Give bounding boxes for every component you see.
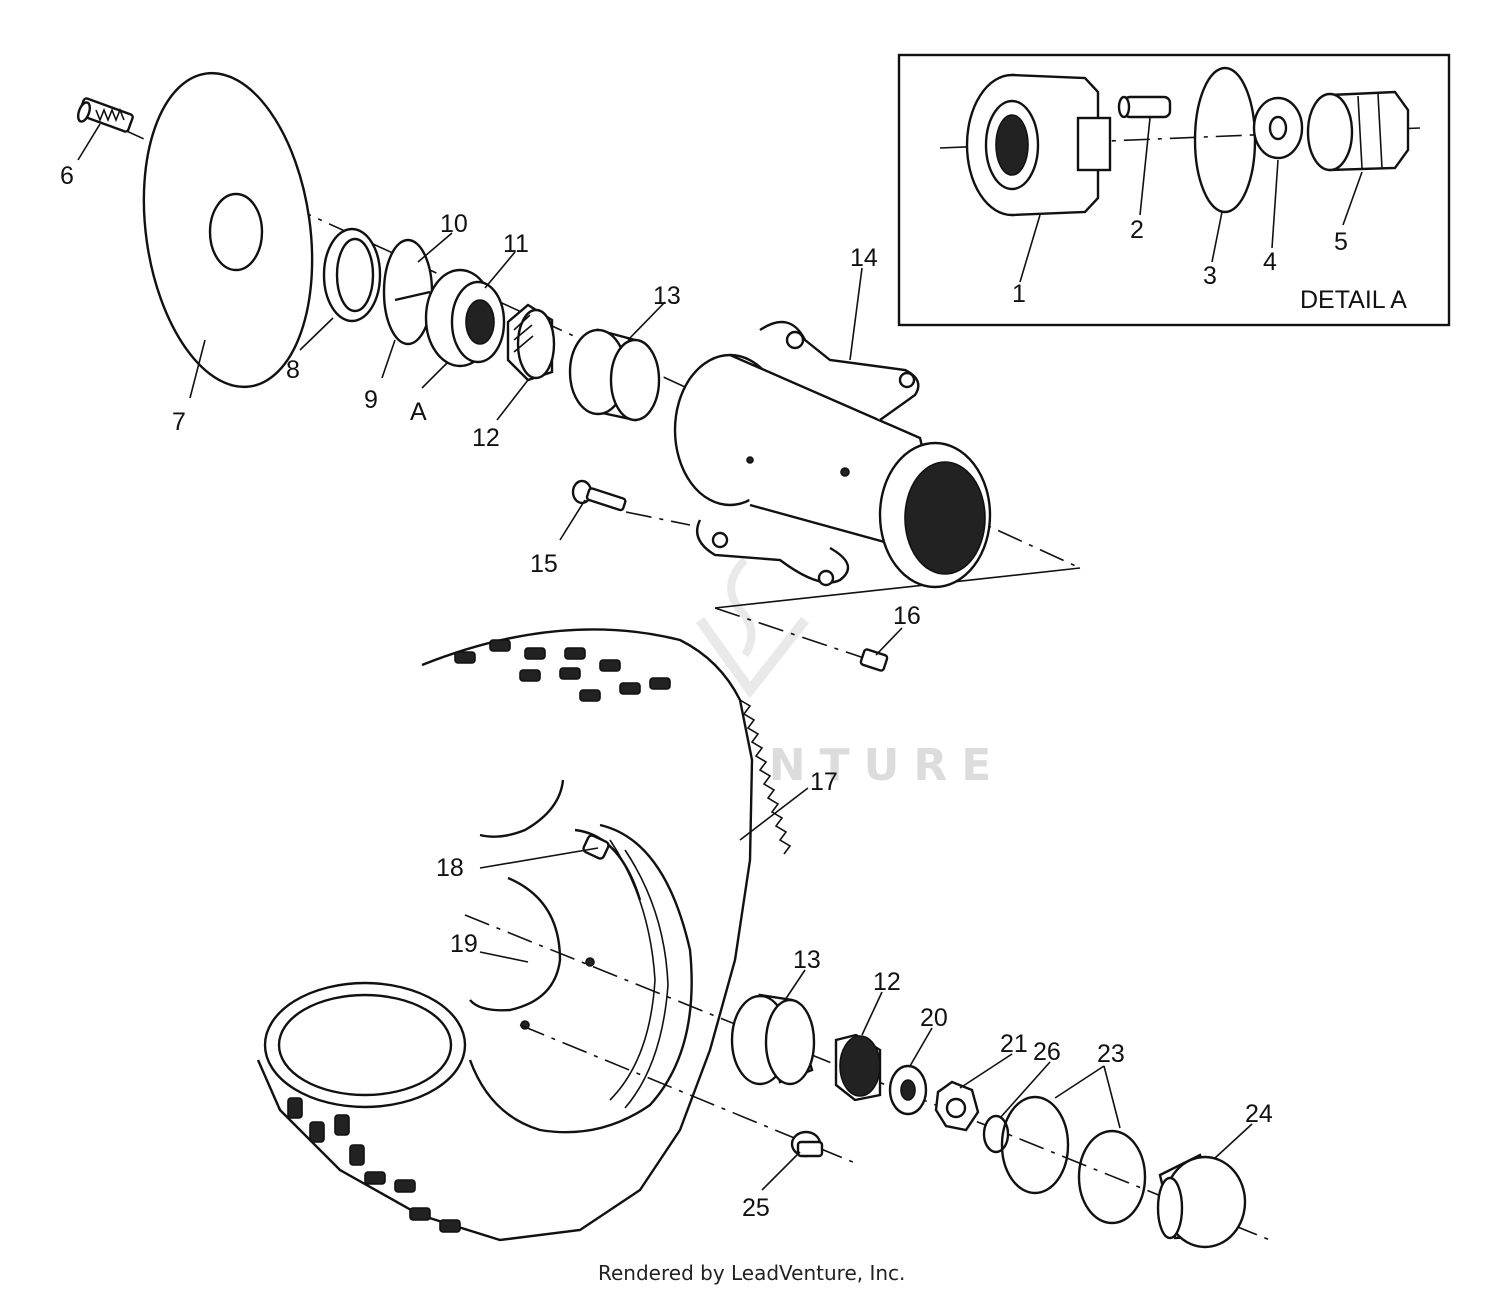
part-26-o-ring [982,1114,1010,1154]
part-15-screw [571,479,627,512]
callout-25: 25 [742,1194,770,1222]
part-12-bearing-lower [834,1033,882,1102]
watermark-logo [695,557,809,699]
lug-axis [519,1024,861,1166]
part-19-rim [468,823,693,1134]
callout-15: 15 [530,550,558,578]
callout-20: 20 [920,1004,948,1032]
centerline-leader [714,567,1081,609]
callout-12-upper: 12 [472,424,500,452]
part-7-disc [142,71,314,389]
detail-part-5-cap [1306,90,1410,172]
leader-lines [77,123,1253,1191]
callout-6: 6 [60,162,74,190]
part-12-bearing [506,303,556,382]
callout-23: 23 [1097,1040,1125,1068]
screw-axis [625,511,691,526]
callout-13-lower: 13 [793,946,821,974]
part-24-cap [1156,1153,1247,1249]
callout-21: 21 [1000,1030,1028,1058]
detail-callout-3: 3 [1203,262,1217,290]
detail-callout-4: 4 [1263,248,1277,276]
callout-13-upper: 13 [653,282,681,310]
callout-14: 14 [850,244,878,272]
part-8-seal [322,227,382,323]
part-13-race-upper [568,328,661,422]
detail-a-title: DETAIL A [1300,286,1407,314]
part-6-bolt [76,97,134,133]
callout-a: A [410,398,427,426]
detail-part-3-ring [1193,66,1257,214]
valve-centerline [714,607,871,661]
detail-part-1-lock-hub [965,73,1112,217]
part-14-hub [673,320,992,589]
callout-7: 7 [172,408,186,436]
detail-callout-5: 5 [1334,228,1348,256]
part-16-valve [859,648,889,672]
part-21-nut [934,1080,980,1132]
part-17-tire [256,628,792,1242]
part-13-race-lower [730,993,816,1086]
callout-9: 9 [364,386,378,414]
footer-credit: Rendered by LeadVenture, Inc. [598,1261,905,1285]
callout-24: 24 [1245,1100,1273,1128]
part-18-valve-stem [582,834,610,860]
callout-16: 16 [893,602,921,630]
callout-18: 18 [436,854,464,882]
detail-a-box: 1 2 3 4 5 DETAIL A [897,53,1451,327]
part-20-washer [888,1064,928,1116]
callout-8: 8 [286,356,300,384]
detail-a-frame [897,53,1451,327]
detail-part-2-pin [1117,95,1172,119]
callout-17: 17 [810,768,838,796]
callout-26: 26 [1033,1038,1061,1066]
callout-10: 10 [440,210,468,238]
detail-part-4-washer [1252,96,1304,160]
callout-19: 19 [450,930,478,958]
callouts: 6 7 8 9 10 A 11 12 13 14 15 16 17 18 19 … [60,162,1273,1222]
part-23-rings [1000,1095,1147,1225]
detail-callout-2: 2 [1130,216,1144,244]
callout-12-lower: 12 [873,968,901,996]
part-25-lug-nut [790,1130,824,1158]
detail-callout-1: 1 [1012,280,1026,308]
callout-11: 11 [503,230,529,258]
part-11-lock-hub [424,268,506,368]
